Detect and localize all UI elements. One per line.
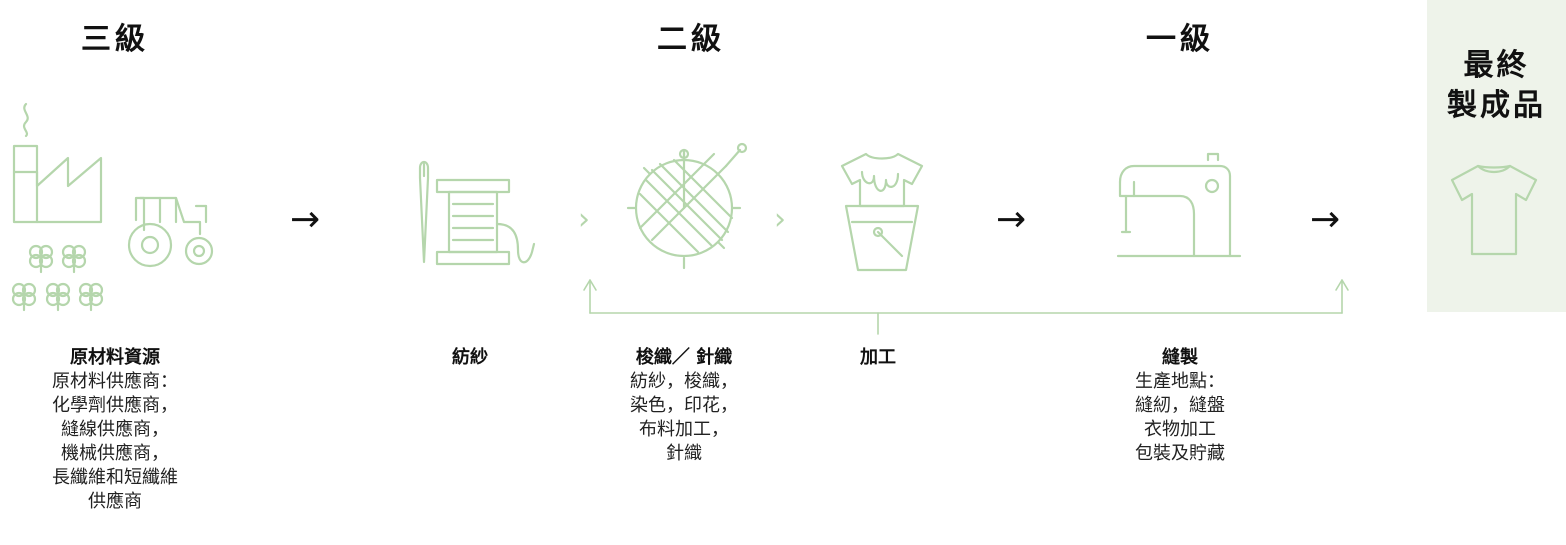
caption-weaving-line: 布料加工， bbox=[639, 419, 729, 440]
caption-raw-line: 化學劑供應商， bbox=[52, 395, 178, 416]
caption-spinning: 紡紗 bbox=[430, 346, 510, 370]
final-product-panel bbox=[1427, 0, 1566, 312]
caption-raw-materials: 原材料資源 原材料供應商： 化學劑供應商， 縫線供應商， 機械供應商， 長纖維和… bbox=[20, 346, 210, 514]
caption-weaving: 梭織／ 針織 紡紗，梭織， 染色，印花， 布料加工， 針織 bbox=[600, 346, 768, 466]
caption-raw-line: 機械供應商， bbox=[61, 443, 169, 464]
flow-arrow-1: → bbox=[290, 199, 321, 240]
final-product-label: 最終 製成品 bbox=[1427, 46, 1566, 126]
caption-weaving-title: 梭織／ 針織 bbox=[635, 347, 733, 368]
flow-chevron-1: › bbox=[578, 202, 590, 237]
caption-raw-title: 原材料資源 bbox=[70, 347, 160, 368]
caption-raw-line: 供應商 bbox=[88, 491, 142, 512]
factory-icon bbox=[12, 102, 103, 224]
cotton-plant-icon bbox=[11, 244, 104, 312]
caption-sewing-line: 縫紉，縫盤 bbox=[1135, 395, 1225, 416]
tier-1-label: 一級 bbox=[1146, 22, 1214, 57]
caption-sewing-title: 縫製 bbox=[1162, 347, 1198, 368]
feedback-connector bbox=[583, 279, 1349, 335]
thread-spool-icon bbox=[418, 160, 536, 266]
tier-3-label: 三級 bbox=[81, 22, 149, 57]
tractor-icon bbox=[127, 196, 214, 268]
flow-chevron-2: › bbox=[774, 202, 786, 237]
caption-spinning-title: 紡紗 bbox=[452, 347, 488, 368]
caption-raw-line: 原材料供應商： bbox=[52, 371, 178, 392]
tier-2-label: 二級 bbox=[657, 22, 725, 57]
caption-processing: 加工 bbox=[838, 346, 918, 370]
caption-weaving-line: 針織 bbox=[666, 443, 702, 464]
caption-sewing: 縫製 生產地點： 縫紉，縫盤 衣物加工 包裝及貯藏 bbox=[1100, 346, 1260, 466]
sewing-machine-icon bbox=[1116, 152, 1242, 258]
caption-sewing-line: 生產地點： bbox=[1135, 371, 1225, 392]
final-product-label-line1: 最終 bbox=[1463, 48, 1530, 83]
dye-bucket-icon bbox=[840, 152, 924, 272]
caption-weaving-line: 紡紗，梭織， bbox=[630, 371, 738, 392]
flow-arrow-2: → bbox=[996, 199, 1027, 240]
t-shirt-icon bbox=[1450, 164, 1538, 256]
caption-raw-line: 縫線供應商， bbox=[61, 419, 169, 440]
final-product-label-line2: 製成品 bbox=[1447, 88, 1546, 123]
caption-processing-title: 加工 bbox=[860, 347, 896, 368]
caption-sewing-line: 衣物加工 bbox=[1144, 419, 1216, 440]
flow-arrow-3: → bbox=[1310, 199, 1341, 240]
caption-raw-line: 長纖維和短纖維 bbox=[52, 467, 178, 488]
caption-sewing-line: 包裝及貯藏 bbox=[1135, 443, 1225, 464]
yarn-ball-icon bbox=[626, 142, 748, 270]
caption-weaving-line: 染色，印花， bbox=[630, 395, 738, 416]
